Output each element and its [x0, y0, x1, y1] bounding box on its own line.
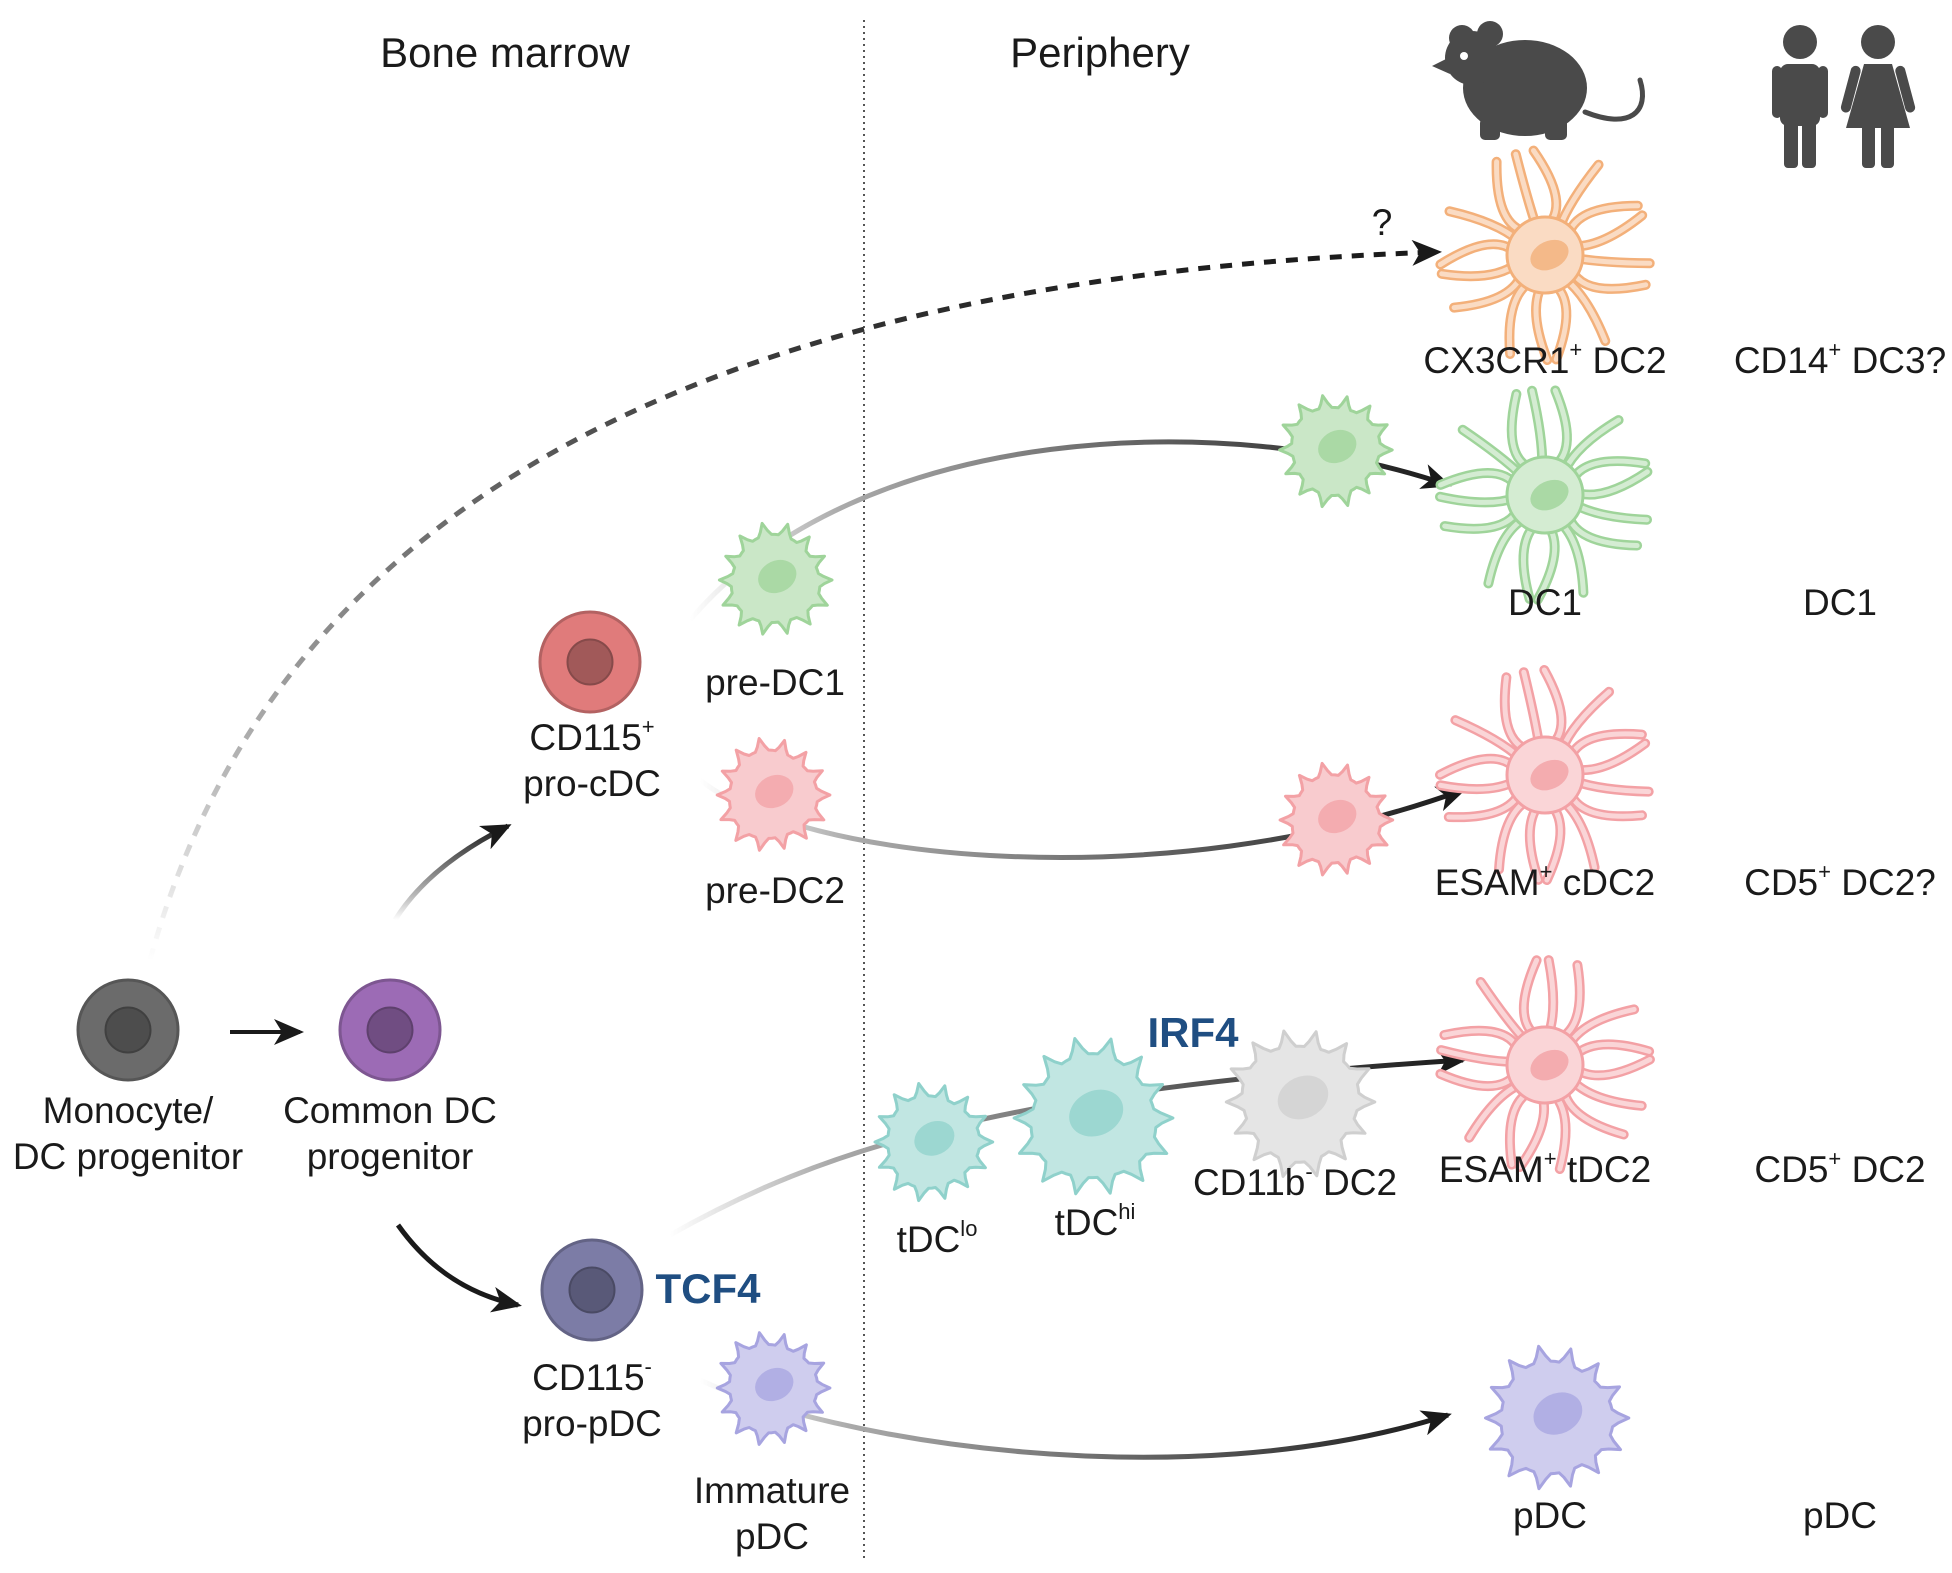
label-mouse-dc1: DC1	[1507, 582, 1583, 623]
cell-pro-pdc	[540, 1238, 644, 1342]
label-esam-cdc2: ESAM+ cDC2	[1434, 858, 1656, 903]
cell-common-dc-progenitor	[338, 978, 442, 1082]
label-irf4: IRF4	[1147, 1009, 1239, 1056]
cell-esam-tdc2	[1435, 955, 1655, 1174]
cell-esam-cdc2	[1435, 665, 1654, 885]
arrow-monocyte-to-cx3cr1	[147, 239, 1442, 961]
arrow-common-to-propdc	[395, 1223, 522, 1313]
label-pre-dc1: pre-DC1	[705, 662, 845, 703]
cell-monocyte-progenitor	[76, 978, 180, 1082]
label-cd11b-dc2: CD11b- DC2	[1192, 1158, 1398, 1203]
cell-dc1	[1435, 385, 1653, 605]
label-cd5-dc2-q: CD5+ DC2?	[1744, 858, 1936, 903]
label-cd14-dc3: CD14+ DC3?	[1733, 336, 1947, 381]
label-mouse-pdc: pDC	[1512, 1495, 1588, 1536]
cell-pdc	[1484, 1344, 1631, 1491]
cell-periph-dc2-precursor	[1278, 761, 1395, 877]
label-monocyte-progenitor: Monocyte/ DC progenitor	[12, 1090, 244, 1177]
mouse-icon	[1432, 21, 1646, 140]
cell-pro-cdc	[538, 610, 642, 714]
label-human-dc1: DC1	[1802, 582, 1878, 623]
label-tcf4: TCF4	[655, 1265, 761, 1312]
label-question-mark: ?	[1371, 202, 1393, 243]
label-cx3cr1-dc2: CX3CR1+ DC2	[1423, 336, 1667, 381]
label-tdc-hi: tDChi	[1054, 1198, 1136, 1243]
cell-cd11b-dc2	[1224, 1029, 1377, 1178]
cell-cx3cr1-dc2	[1435, 145, 1655, 365]
arrow-common-to-procdc	[392, 823, 512, 922]
cell-pre-dc1	[717, 521, 834, 636]
label-tdc-lo: tDClo	[896, 1215, 978, 1260]
label-pro-pdc: CD115- pro-pDC	[522, 1353, 662, 1444]
label-human-pdc: pDC	[1802, 1495, 1878, 1536]
cell-tdc-lo	[873, 1082, 995, 1203]
label-pre-dc2: pre-DC2	[705, 870, 845, 911]
header-periphery: Periphery	[1010, 29, 1190, 76]
cell-pre-dc2	[715, 737, 832, 852]
cell-periph-dc1-precursor	[1278, 394, 1394, 509]
label-common-dc-progenitor: Common DC progenitor	[283, 1090, 497, 1177]
label-immature-pdc: Immature pDC	[693, 1470, 851, 1557]
cell-tdc-hi	[1012, 1037, 1175, 1196]
cell-immature-pdc	[715, 1331, 832, 1446]
label-esam-tdc2: ESAM+ tDC2	[1438, 1145, 1652, 1190]
label-cd5-dc2: CD5+ DC2	[1754, 1145, 1926, 1190]
label-pro-cdc: CD115+ pro-cDC	[523, 713, 661, 804]
human-pair-icon	[1772, 25, 1916, 168]
header-bone-marrow: Bone marrow	[380, 29, 630, 76]
